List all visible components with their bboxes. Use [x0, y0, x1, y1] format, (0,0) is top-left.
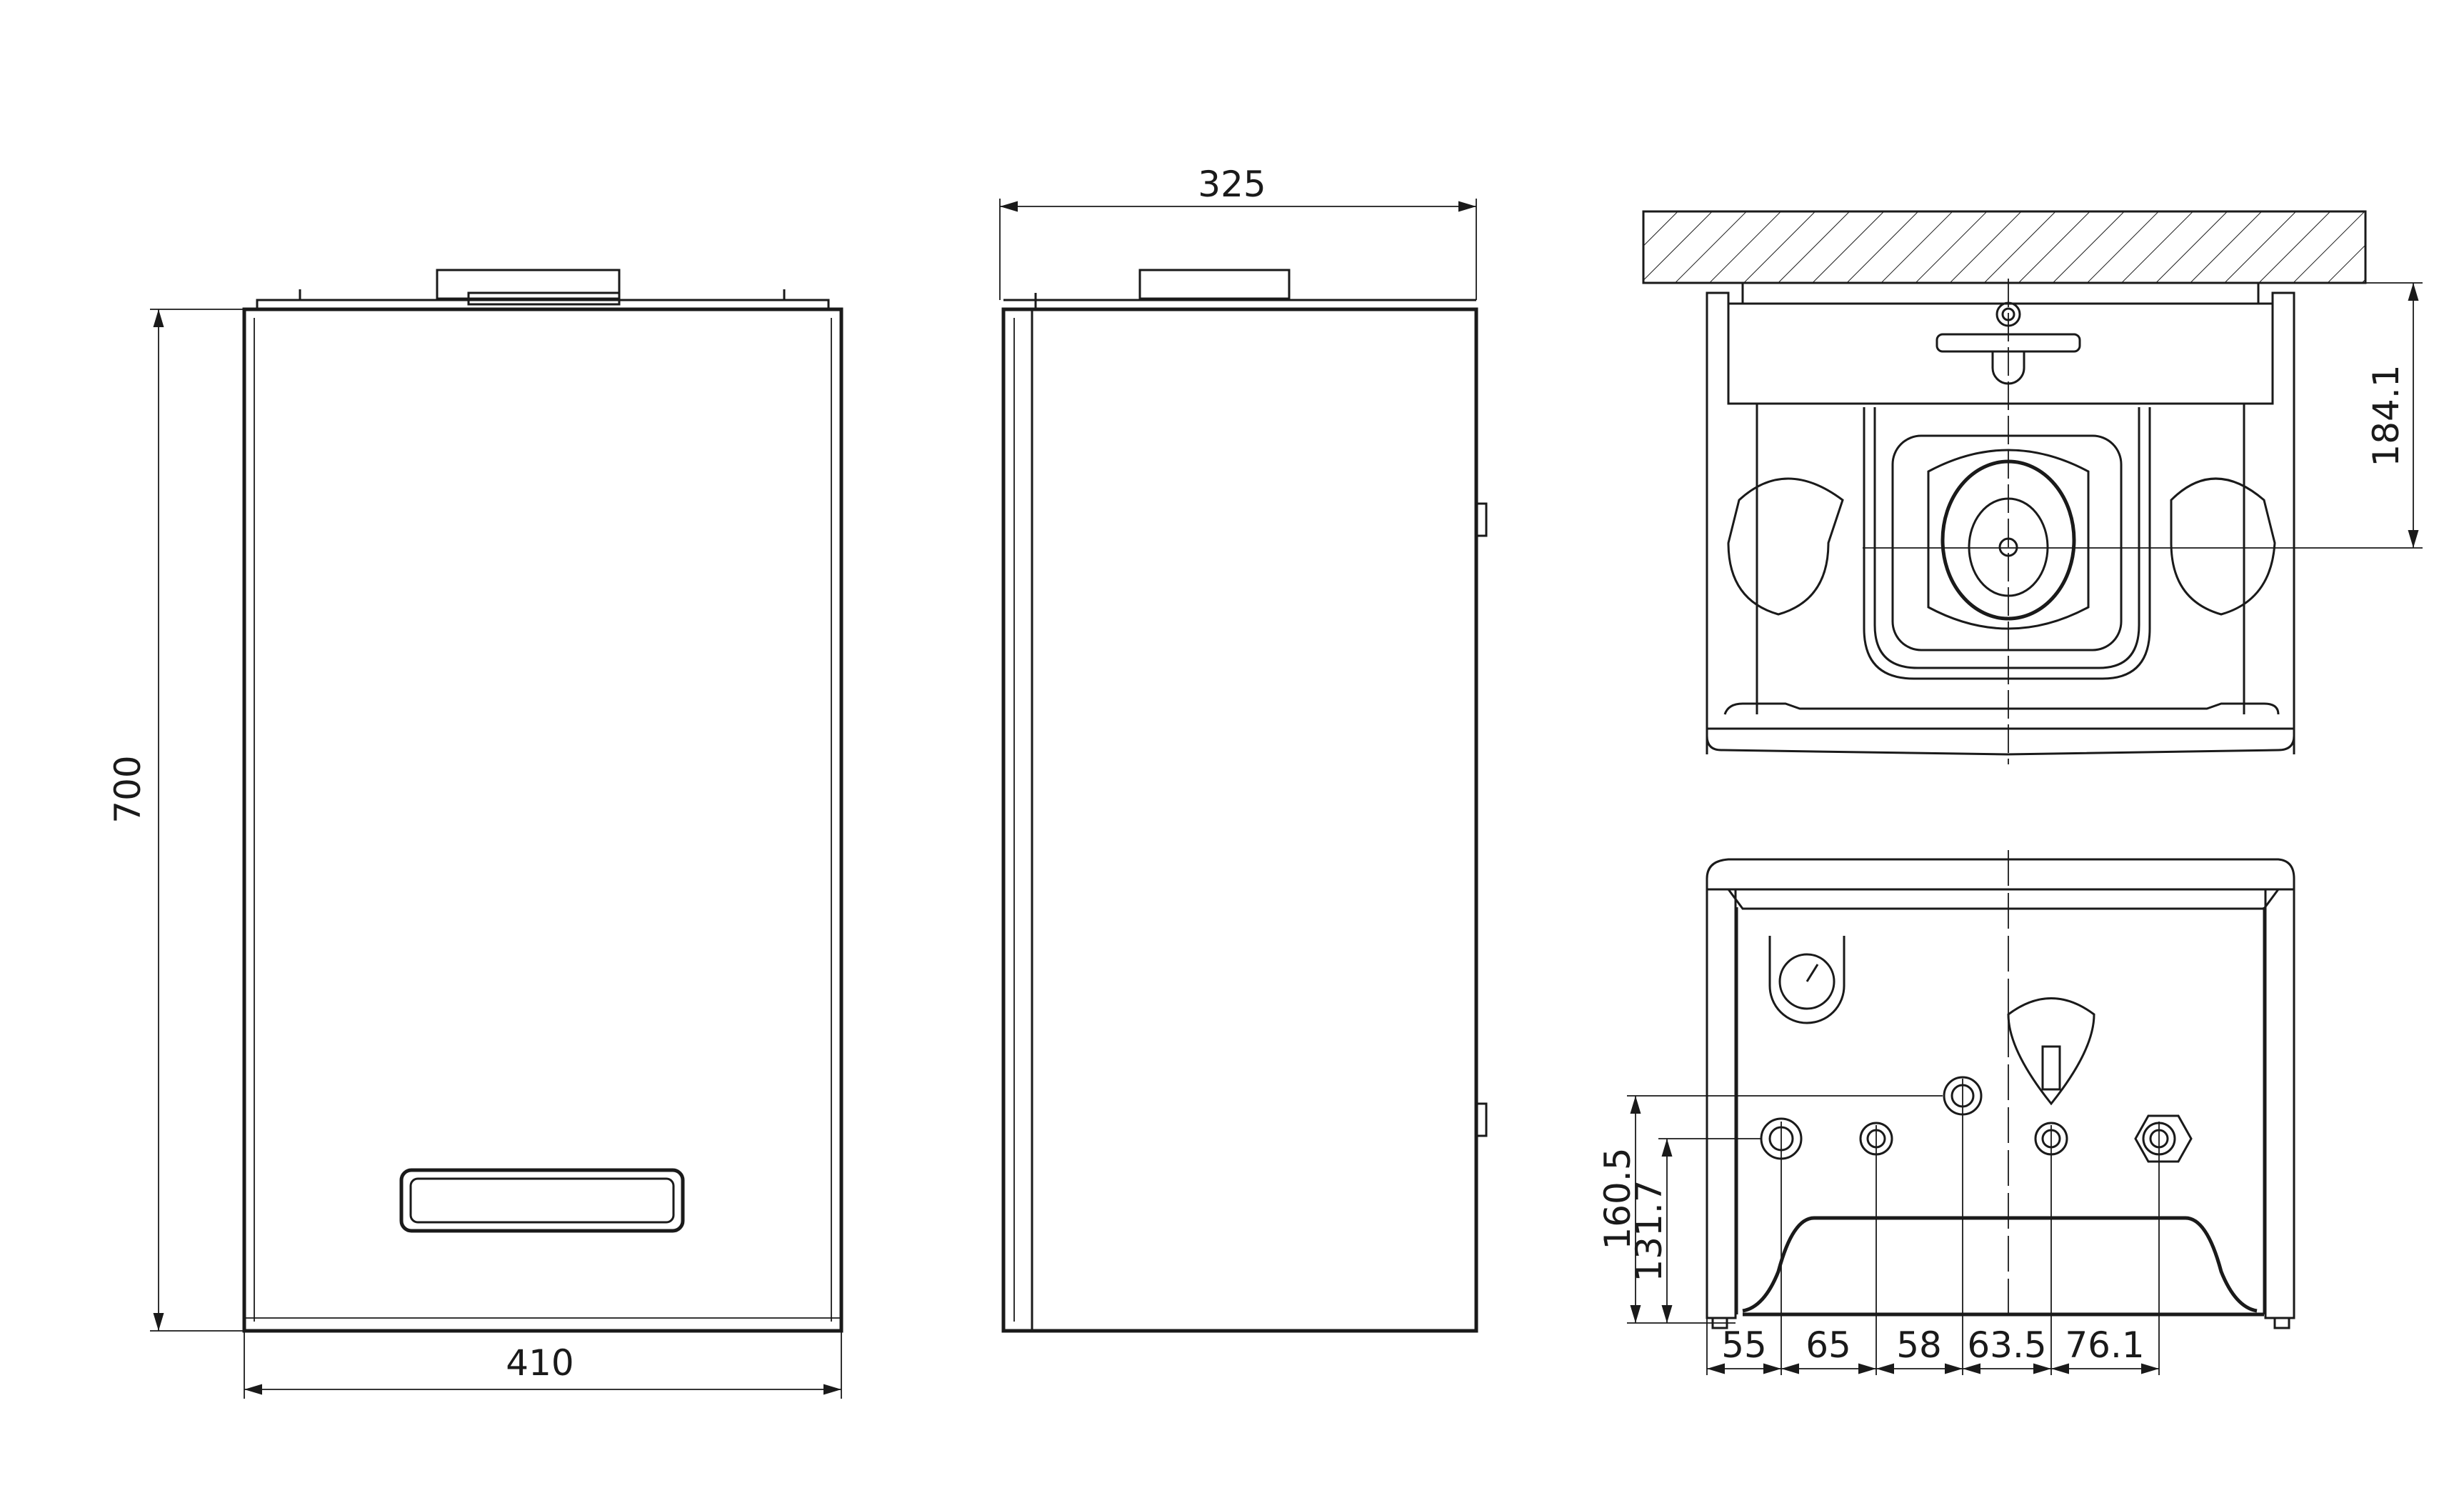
bottom-view: 55 65 58 63.5 76.1 160.5 131.7: [1597, 850, 2295, 1375]
spacing-label: 65: [1806, 1324, 1851, 1366]
spacing-label: 63.5: [1967, 1324, 2046, 1366]
pressure-gauge-housing: [1768, 936, 1846, 1024]
front-view: 700 410: [107, 269, 843, 1399]
display-window: [399, 1168, 685, 1233]
gas-height-label: 160.5: [1597, 1147, 1638, 1249]
flue-flange: [1927, 449, 2090, 630]
pressure-gauge-icon: [1778, 953, 1836, 1010]
side-view: 325: [999, 164, 1488, 1333]
spacing-label: 58: [1896, 1324, 1942, 1366]
spacing-label: 55: [1721, 1324, 1767, 1366]
top-view: 184.1: [1642, 210, 2423, 764]
flue-outlet: [436, 269, 621, 300]
boiler-casing-side: [1001, 307, 1478, 1333]
mounting-bracket: [1727, 302, 2274, 405]
side-knockout-left: [1727, 477, 1844, 616]
wall-section: [1642, 210, 2367, 284]
height-dimension-label: 700: [107, 755, 149, 823]
water-connections: [1760, 1076, 2193, 1163]
water-height-label: 131.7: [1628, 1179, 1670, 1282]
spacing-label: 76.1: [2065, 1324, 2144, 1366]
boiler-casing-front: [242, 307, 843, 1333]
drain-valve: [2007, 997, 2095, 1106]
side-knockout-right: [2170, 477, 2276, 616]
flue-outlet-side: [1138, 269, 1291, 300]
width-dimension-label: 410: [506, 1342, 574, 1384]
depth-dimension-label: 325: [1198, 164, 1266, 205]
dimension-extension-lines: [1706, 1079, 2160, 1375]
flue-offset-dimension-label: 184.1: [2365, 364, 2407, 466]
